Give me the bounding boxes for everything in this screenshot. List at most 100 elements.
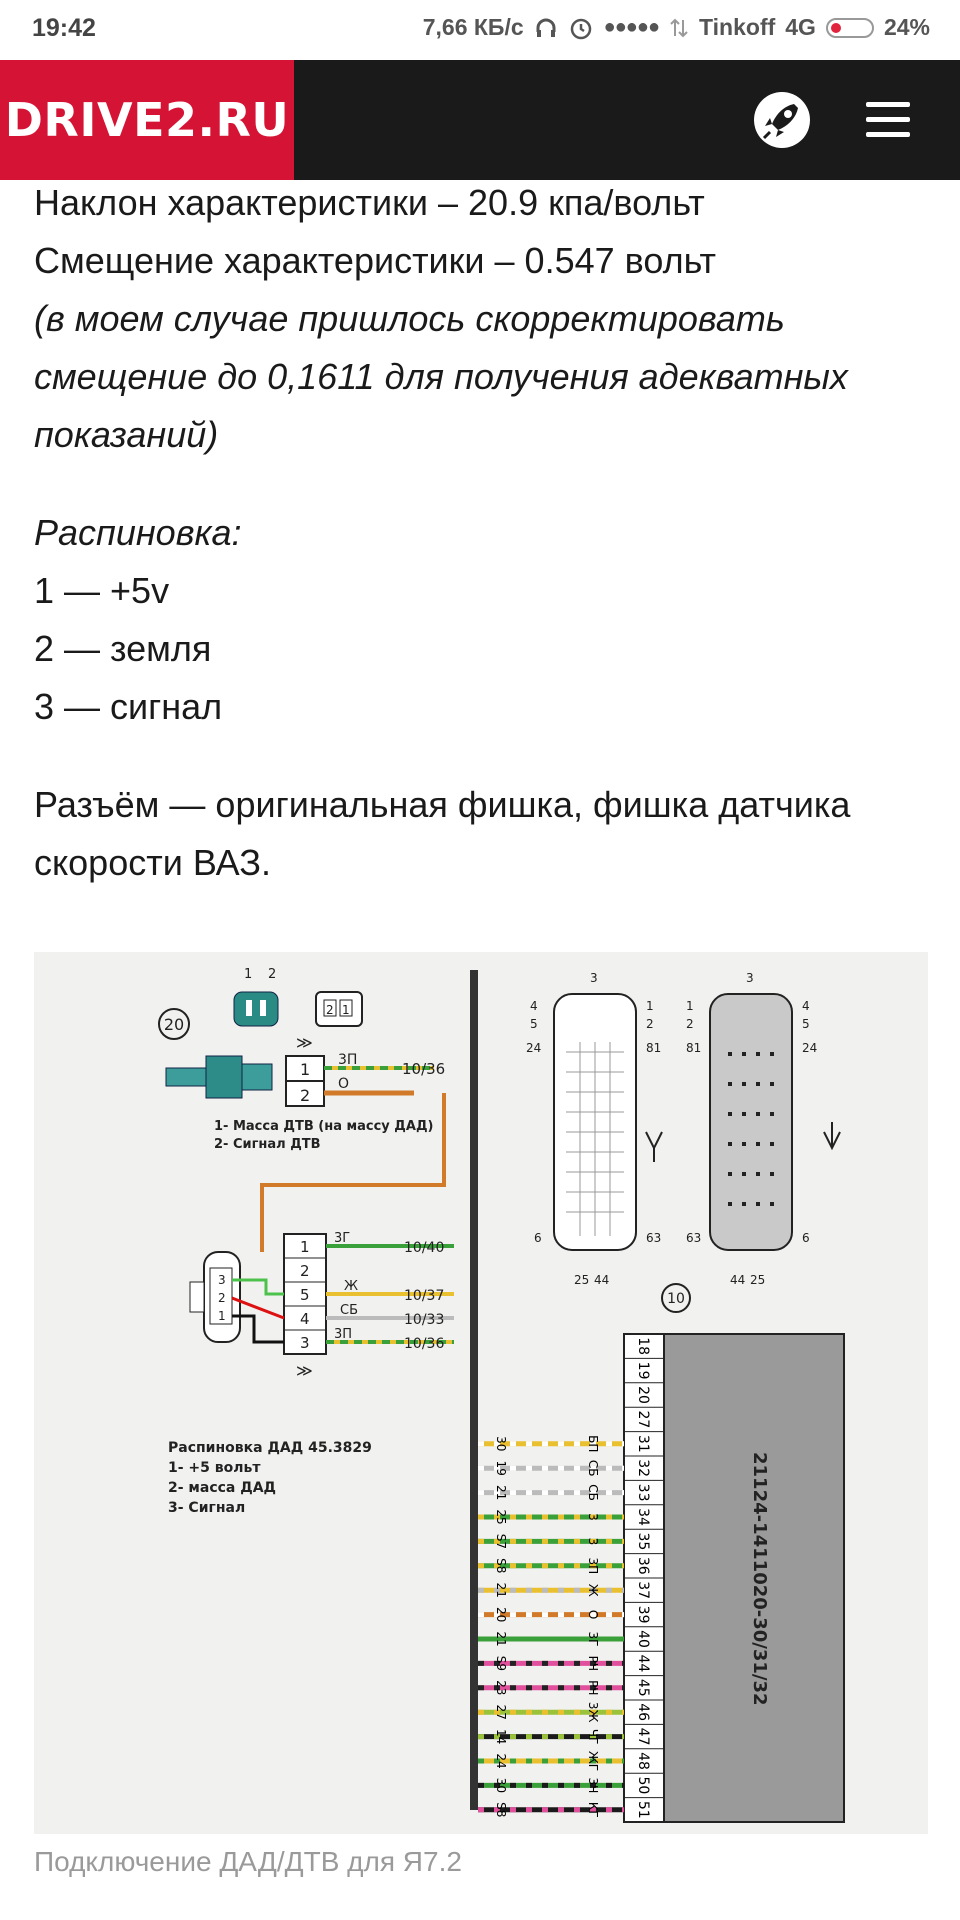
svg-text:2: 2 [646, 1017, 654, 1031]
svg-text:10/37: 10/37 [404, 1288, 444, 1304]
ecu-wire-code: РЧ [586, 1656, 600, 1671]
svg-text:2- Сигнал ДТВ: 2- Сигнал ДТВ [214, 1137, 321, 1152]
alarm-icon [570, 18, 591, 39]
svg-text:1: 1 [686, 999, 694, 1013]
ecu-wire-code: КГ [586, 1802, 600, 1818]
ecu-pin-label: 50 [635, 1776, 651, 1794]
ecu-wire-source: 20 [494, 1607, 508, 1622]
svg-text:1: 1 [244, 967, 252, 982]
svg-text:4: 4 [300, 1310, 310, 1328]
svg-text:Ж: Ж [344, 1279, 358, 1294]
battery-icon [825, 17, 874, 38]
status-right: 7,66 КБ/с ●●●●● Tinkoff 4G 24% [423, 14, 930, 41]
ecu-wire-source: S9 [494, 1656, 508, 1671]
svg-text:3: 3 [300, 1334, 310, 1352]
svg-text:1: 1 [218, 1309, 226, 1323]
svg-text:10/36: 10/36 [402, 1060, 445, 1078]
svg-text:63: 63 [686, 1231, 701, 1245]
svg-text:3: 3 [590, 971, 598, 985]
site-header: DRIVE2.RU [0, 60, 960, 180]
svg-text:3: 3 [218, 1273, 226, 1287]
svg-text:25: 25 [750, 1273, 765, 1287]
site-logo[interactable]: DRIVE2.RU [0, 60, 294, 180]
ecu-wire-code: ЧГ [586, 1729, 600, 1745]
ecu-pin-label: 34 [635, 1508, 651, 1526]
ecu-wire-code: О [586, 1610, 600, 1619]
svg-text:5: 5 [802, 1017, 810, 1031]
ecu-wire-source: S8 [494, 1802, 508, 1817]
svg-text:1: 1 [300, 1238, 310, 1256]
svg-text:81: 81 [686, 1041, 701, 1055]
data-transfer-icon [670, 18, 688, 37]
ecu-wire-source: 24 [494, 1753, 508, 1768]
pin-2: 2 — земля [34, 628, 212, 669]
svg-text:63: 63 [646, 1231, 661, 1245]
svg-text:4: 4 [802, 999, 810, 1013]
svg-text:10/40: 10/40 [404, 1240, 444, 1256]
ecu-wire-source: 25 [494, 1509, 508, 1524]
svg-text:3П: 3П [338, 1052, 357, 1068]
svg-text:Распиновка ДАД 45.3829: Распиновка ДАД 45.3829 [168, 1440, 372, 1456]
ecu-wire-code: 3Ч [586, 1777, 600, 1793]
svg-text:2- масса ДАД: 2- масса ДАД [168, 1480, 276, 1496]
svg-text:1: 1 [342, 1003, 350, 1017]
svg-text:81: 81 [646, 1041, 661, 1055]
ecu-pin-label: 31 [635, 1435, 651, 1453]
ecu-pin-label: 20 [635, 1386, 651, 1404]
svg-text:2: 2 [300, 1262, 310, 1280]
ecu-wire-source: 30 [494, 1436, 508, 1451]
svg-text:3П: 3П [334, 1327, 352, 1342]
ecu-pin-label: 32 [635, 1459, 651, 1477]
svg-text:≫: ≫ [296, 1361, 313, 1380]
svg-text:СБ: СБ [340, 1303, 358, 1318]
ecu-pin-label: 48 [635, 1752, 651, 1770]
network-type: 4G [785, 14, 816, 40]
wiring-diagram-image[interactable]: 20 1 2 2 1 1 2 ≫ 3П 10/36 О 1- Масса ДТВ… [34, 952, 928, 1834]
rocket-icon[interactable] [752, 90, 812, 150]
ecu-wire-source: 14 [494, 1729, 508, 1744]
status-bar: 19:42 7,66 КБ/с ●●●●● Tinkoff 4G 24% [0, 0, 960, 60]
pin-1: 1 — +5v [34, 570, 170, 611]
offset-line: Смещение характеристики – 0.547 вольт [34, 240, 717, 281]
ecu-wire-source: 30 [494, 1778, 508, 1793]
article-body: Наклон характеристики – 20.9 кпа/вольт С… [34, 174, 934, 892]
svg-text:10/36: 10/36 [404, 1336, 444, 1352]
ecu-wire-code: СБ [586, 1484, 600, 1501]
pin-3: 3 — сигнал [34, 686, 223, 727]
ecu-pin-label: 19 [635, 1362, 651, 1380]
ecu-wire-code: 3 [586, 1538, 600, 1546]
ecu-pin-label: 18 [635, 1337, 651, 1355]
svg-text:3- Сигнал: 3- Сигнал [168, 1500, 245, 1516]
battery-percent: 24% [883, 14, 930, 40]
ecu-wire-source: 19 [494, 1461, 508, 1476]
ecu-wire-source: 21 [494, 1485, 508, 1500]
svg-text:1- Масса ДТВ (на массу ДАД): 1- Масса ДТВ (на массу ДАД) [214, 1119, 433, 1134]
pinout-title: Распиновка: [34, 512, 242, 553]
ecu-pin-label: 37 [635, 1581, 651, 1599]
ecu-wire-code: БП [586, 1435, 600, 1452]
svg-text:44: 44 [730, 1273, 745, 1287]
ecu-wire-code: 3П [586, 1557, 600, 1574]
ecu-wire-code: СБ [586, 1460, 600, 1477]
menu-icon[interactable] [866, 100, 910, 140]
ecu-wire-source: 27 [494, 1705, 508, 1720]
ecu-wire-source: 23 [494, 1680, 508, 1695]
svg-text:2: 2 [300, 1086, 310, 1105]
ecu-wire-source: 21 [494, 1631, 508, 1646]
ecu-pin-label: 45 [635, 1679, 651, 1697]
status-time: 19:42 [32, 14, 96, 42]
svg-text:4: 4 [530, 999, 538, 1013]
svg-text:10: 10 [667, 1291, 685, 1307]
svg-text:5: 5 [530, 1017, 538, 1031]
svg-text:О: О [338, 1076, 349, 1092]
svg-text:21124-1411020-30/31/32: 21124-1411020-30/31/32 [749, 1452, 770, 1706]
signal-dots-icon: ●●●●● [603, 16, 660, 38]
ecu-wire-code: 3 [586, 1513, 600, 1521]
ecu-pin-label: 47 [635, 1728, 651, 1746]
svg-text:1- +5 вольт: 1- +5 вольт [168, 1460, 261, 1476]
svg-text:6: 6 [534, 1231, 542, 1245]
ecu-pin-label: 51 [635, 1801, 651, 1819]
carrier-name: Tinkoff [699, 14, 776, 40]
ecu-pin-label: 36 [635, 1557, 651, 1575]
ecu-wire-code: Ж [586, 1584, 600, 1597]
